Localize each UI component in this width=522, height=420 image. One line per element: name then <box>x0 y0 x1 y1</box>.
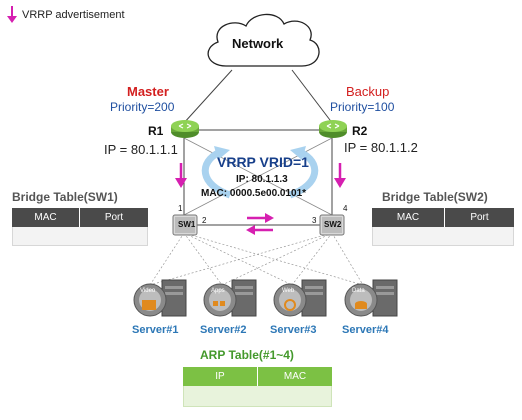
vrrp-title: VRRP VRID=1 <box>217 154 309 170</box>
network-label: Network <box>232 36 284 51</box>
sw2-port-4: 4 <box>343 204 348 213</box>
r1-priority: Priority=200 <box>110 100 175 114</box>
arp-table-title: ARP Table(#1~4) <box>200 348 294 362</box>
bridge-table-sw1-col-mac: MAC <box>12 208 80 227</box>
server-4-badge: Data <box>352 288 365 294</box>
r1-ip: IP = 80.1.1.1 <box>104 142 178 157</box>
server-1-icon: Video <box>133 279 187 317</box>
server-2: Apps <box>202 278 264 325</box>
vrrp-failover-arrows-icon <box>201 146 319 199</box>
r2-ip: IP = 80.1.1.2 <box>344 140 418 155</box>
advert-arrow-r2-icon <box>334 163 346 188</box>
switch-sw2-icon <box>319 214 345 236</box>
advert-arrows-switch-icon <box>246 213 274 235</box>
bridge-table-sw1-col-port: Port <box>80 208 148 227</box>
server-2-badge: Apps <box>211 288 225 294</box>
sw1-name: SW1 <box>178 220 196 229</box>
bridge-table-sw2-title: Bridge Table(SW2) <box>382 190 488 204</box>
server-4-label: Server#4 <box>342 324 389 336</box>
r1-name: R1 <box>148 124 164 138</box>
bridge-table-sw1-title: Bridge Table(SW1) <box>12 190 118 204</box>
bridge-table-sw2-col-port: Port <box>445 208 514 227</box>
sw1-port-2: 2 <box>202 216 207 225</box>
server-4: Data <box>343 278 405 325</box>
arp-table-col-mac: MAC <box>258 367 332 386</box>
server-4-icon: Data <box>344 279 398 317</box>
bridge-table-sw1-header: MAC Port <box>12 208 148 227</box>
legend-arrow-icon <box>7 6 17 23</box>
server-1: Video <box>132 278 194 325</box>
arp-table-header: IP MAC <box>183 367 332 386</box>
r2-name: R2 <box>352 124 368 138</box>
vrrp-mac: MAC: 0000.5e00.0101* <box>201 188 307 199</box>
r2-role: Backup <box>346 84 390 99</box>
network-cloud-icon <box>207 13 320 67</box>
server-1-badge: Video <box>140 288 156 294</box>
r2-priority: Priority=100 <box>330 100 395 114</box>
bridge-table-sw2-body <box>372 227 514 246</box>
server-3: Web <box>272 278 334 325</box>
server-2-label: Server#2 <box>200 324 247 336</box>
server-2-icon: Apps <box>203 279 257 317</box>
bridge-table-sw1-body <box>12 227 148 246</box>
server-3-badge: Web <box>282 288 295 294</box>
sw1-port-1: 1 <box>178 204 183 213</box>
arp-table-body <box>183 386 332 407</box>
router-r1-icon <box>171 120 199 138</box>
server-1-label: Server#1 <box>132 324 179 336</box>
legend-label: VRRP advertisement <box>22 9 125 21</box>
sw2-name: SW2 <box>324 220 342 229</box>
switch-sw1-icon <box>172 214 198 236</box>
r1-role: Master <box>127 84 169 99</box>
advert-arrow-r1-icon <box>175 163 187 188</box>
router-r2-icon <box>319 120 347 138</box>
arp-table-col-ip: IP <box>183 367 258 386</box>
bridge-table-sw2-header: MAC Port <box>372 208 514 227</box>
vrrp-ip: IP: 80.1.1.3 <box>236 174 288 185</box>
bridge-table-sw2-col-mac: MAC <box>372 208 445 227</box>
sw2-port-3: 3 <box>312 216 317 225</box>
server-3-label: Server#3 <box>270 324 317 336</box>
server-3-icon: Web <box>273 279 327 317</box>
